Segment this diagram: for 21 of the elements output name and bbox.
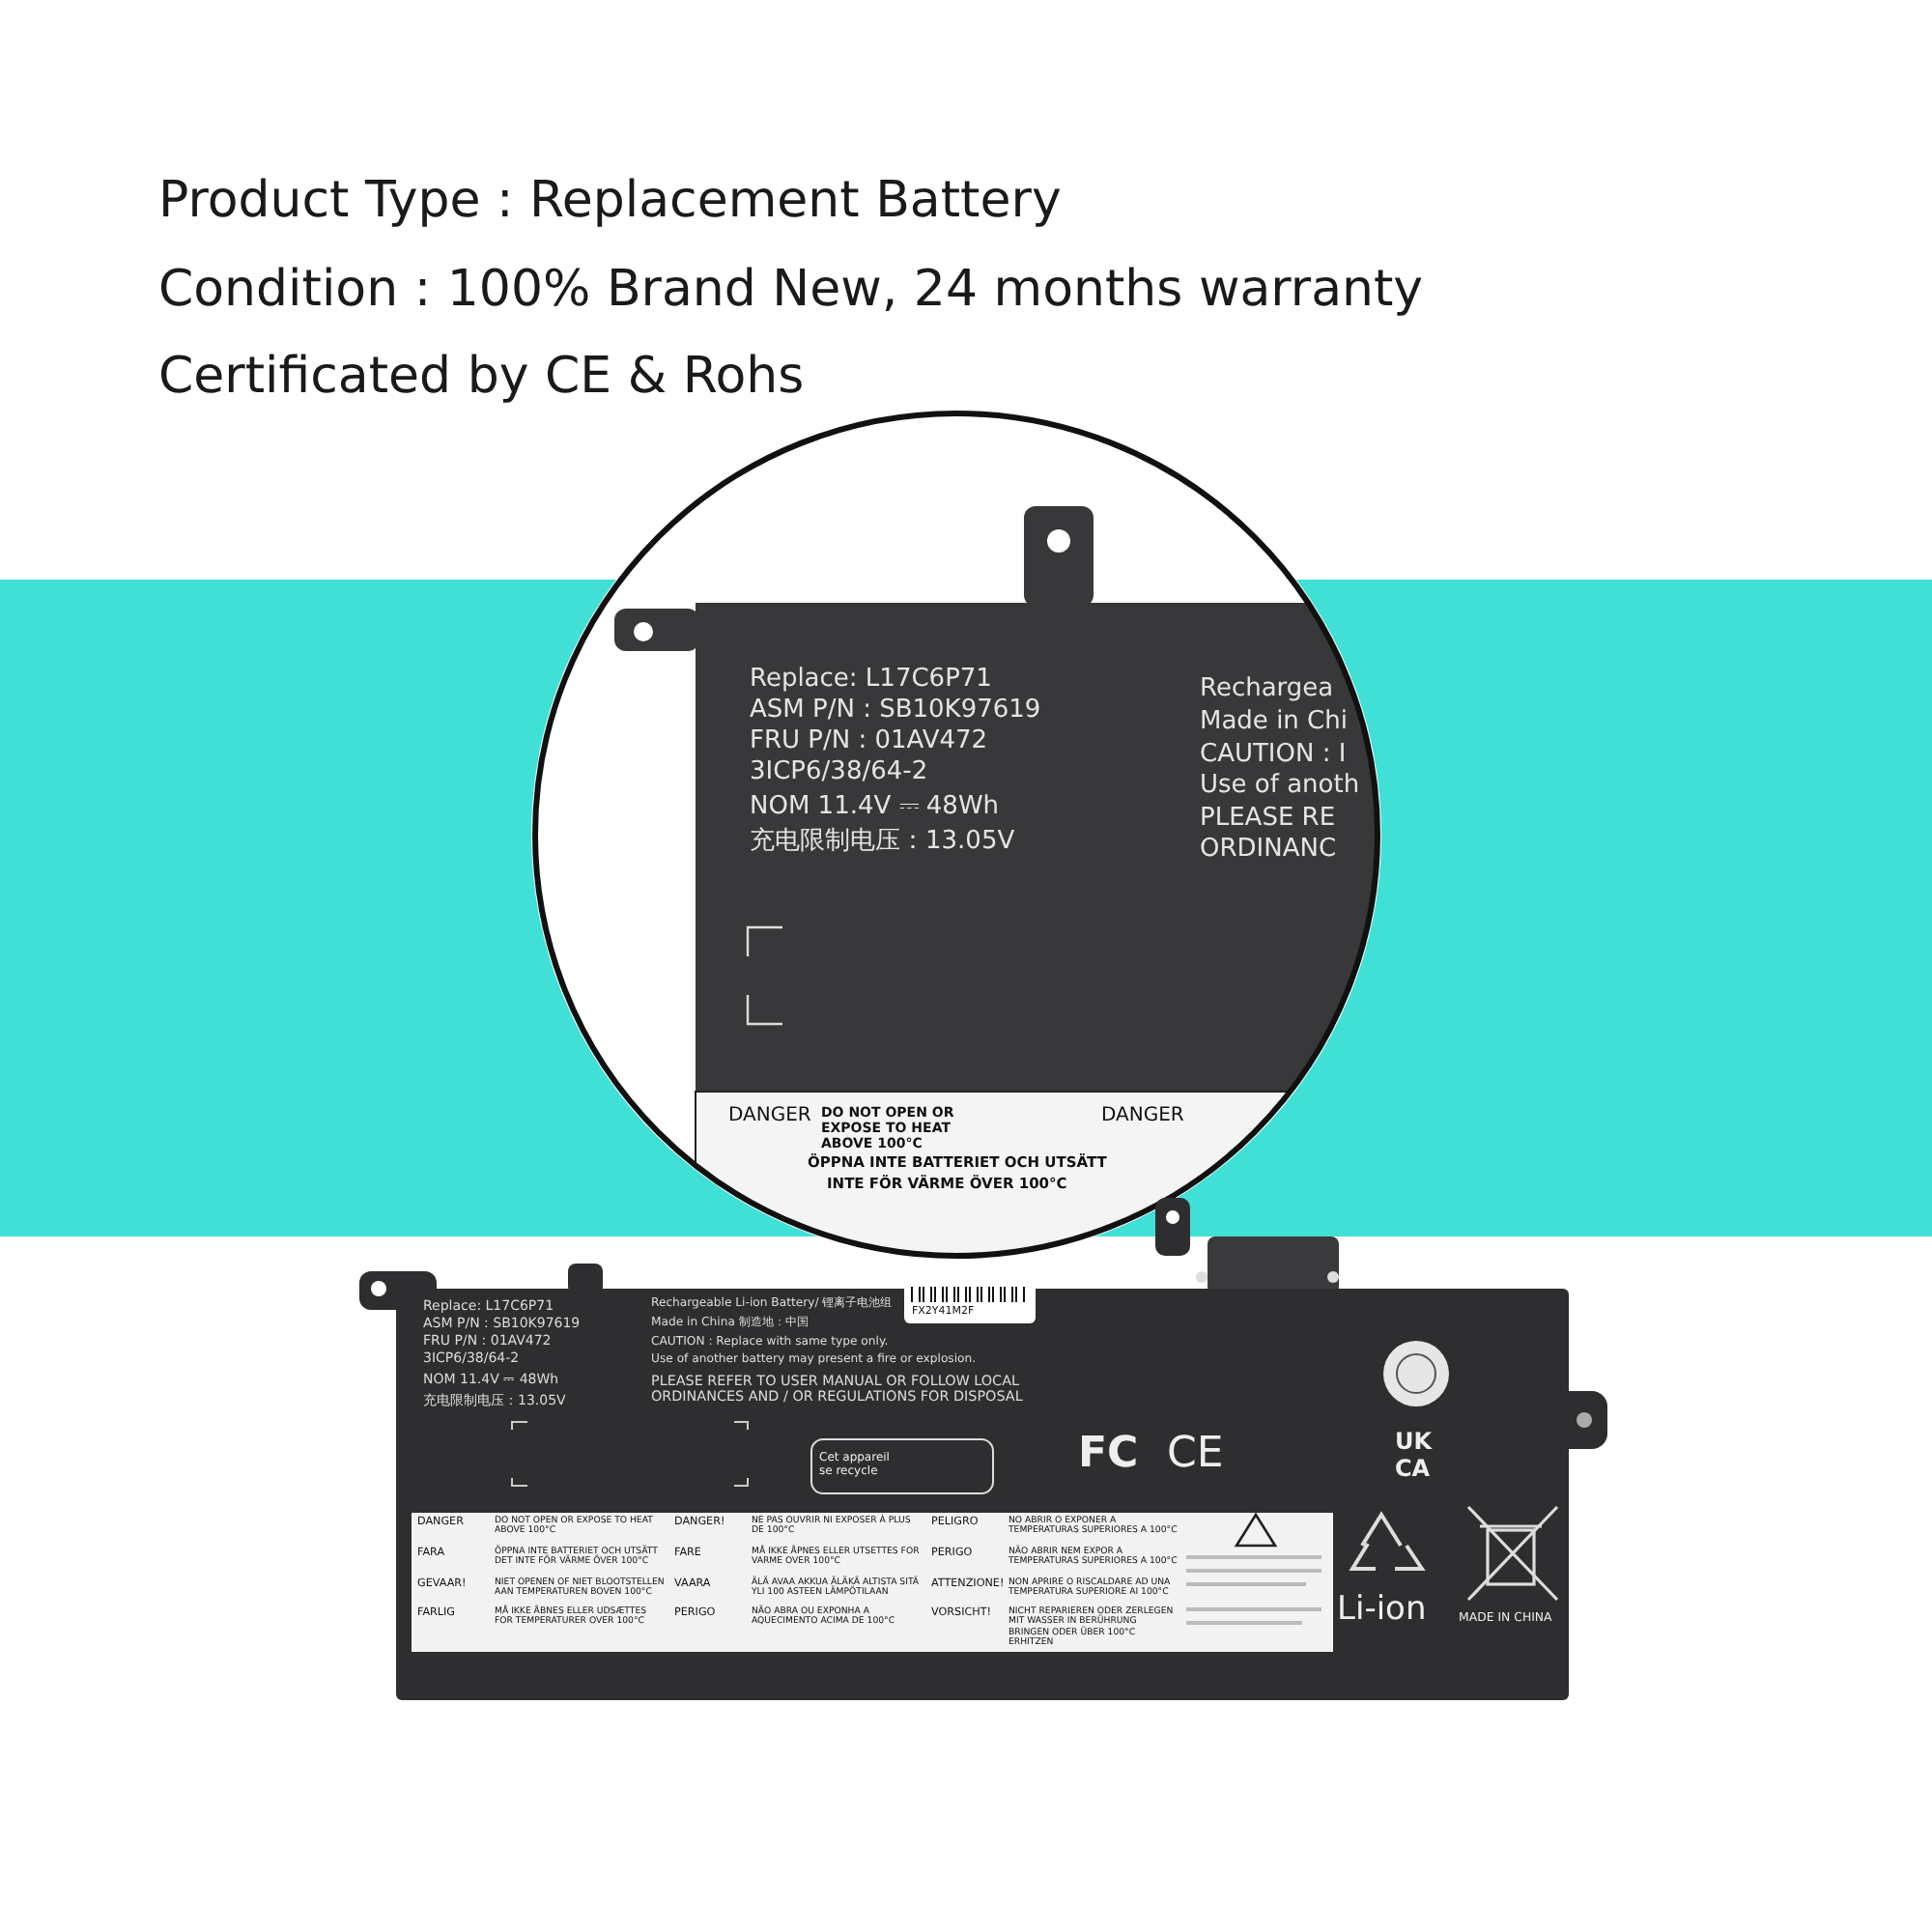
label-text: Made in Chi <box>1200 709 1348 738</box>
label-text: 充电限制电压：13.05V <box>750 829 1015 858</box>
label-text: Use of anoth <box>1200 773 1360 802</box>
heading-text: Condition : 100% Brand New, 24 months warranty <box>158 263 1424 321</box>
label-text: Rechargea <box>1200 676 1334 705</box>
label-text: 3ICP6/38/64-2 <box>750 759 928 788</box>
warning-heading: DANGER <box>728 1105 811 1127</box>
heading-text: Product Type : Replacement Battery <box>158 174 1062 232</box>
label-text: Replace: L17C6P71 <box>750 667 992 696</box>
label-text: ORDINANC <box>1200 837 1337 866</box>
label-text: PLEASE RE <box>1200 806 1336 835</box>
certification-mark: CE <box>1167 1430 1224 1479</box>
certification-mark: UK CA <box>1395 1430 1435 1484</box>
heading-text: Certificated by CE & Rohs <box>158 350 805 408</box>
label-text: ASM P/N : SB10K97619 <box>750 697 1041 726</box>
label-text: FRU P/N : 01AV472 <box>750 728 988 757</box>
label-text: CAUTION : I <box>1200 742 1347 771</box>
certification-mark: FC <box>1078 1430 1139 1479</box>
warning-heading: DANGER <box>1101 1105 1184 1127</box>
label-text: NOM 11.4V ⎓ 48Wh <box>750 794 1000 823</box>
label-text: Li-ion <box>1337 1592 1427 1631</box>
